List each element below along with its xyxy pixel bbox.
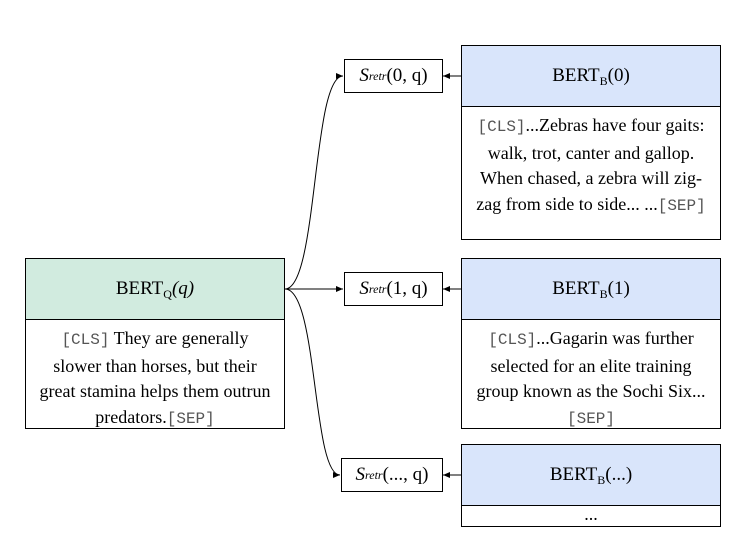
sep-token: [SEP] xyxy=(166,409,215,428)
cls-token: [CLS] xyxy=(488,331,537,349)
cls-token: [CLS] xyxy=(61,331,110,349)
query-text-box: [CLS] They are generally slower than hor… xyxy=(25,319,285,429)
cls-token: [CLS] xyxy=(477,118,526,136)
doc-encoder-0-title: BERTB(0) xyxy=(552,65,630,88)
query-encoder-title: BERTQ(q) xyxy=(115,278,195,301)
doc-encoder-1-header: BERTB(1) xyxy=(461,258,721,320)
doc-0-text-box: [CLS]...Zebras have four gaits: walk, tr… xyxy=(461,106,721,240)
doc-encoder-1-title: BERTB(1) xyxy=(552,278,630,301)
query-encoder-header: BERTQ(q) xyxy=(25,258,285,320)
doc-encoder-2-header: BERTB(...) xyxy=(461,444,721,506)
doc-encoder-0-header: BERTB(0) xyxy=(461,45,721,107)
doc-1-text: ...Gagarin was further selected for an e… xyxy=(476,328,706,401)
query-text: They are generally slower than horses, b… xyxy=(39,328,271,427)
doc-2-text: ... xyxy=(584,504,598,524)
sep-token: [SEP] xyxy=(566,409,615,428)
doc-encoder-2-title: BERTB(...) xyxy=(549,464,633,487)
edge-query-to-score-2 xyxy=(284,288,341,478)
doc-2-text-box: ... xyxy=(461,505,721,527)
doc-0-text: ...Zebras have four gaits: walk, trot, c… xyxy=(476,115,705,214)
sep-token: [SEP] xyxy=(657,196,706,215)
doc-1-text-box: [CLS]...Gagarin was further selected for… xyxy=(461,319,721,429)
edge-query-to-score-0 xyxy=(284,73,344,290)
